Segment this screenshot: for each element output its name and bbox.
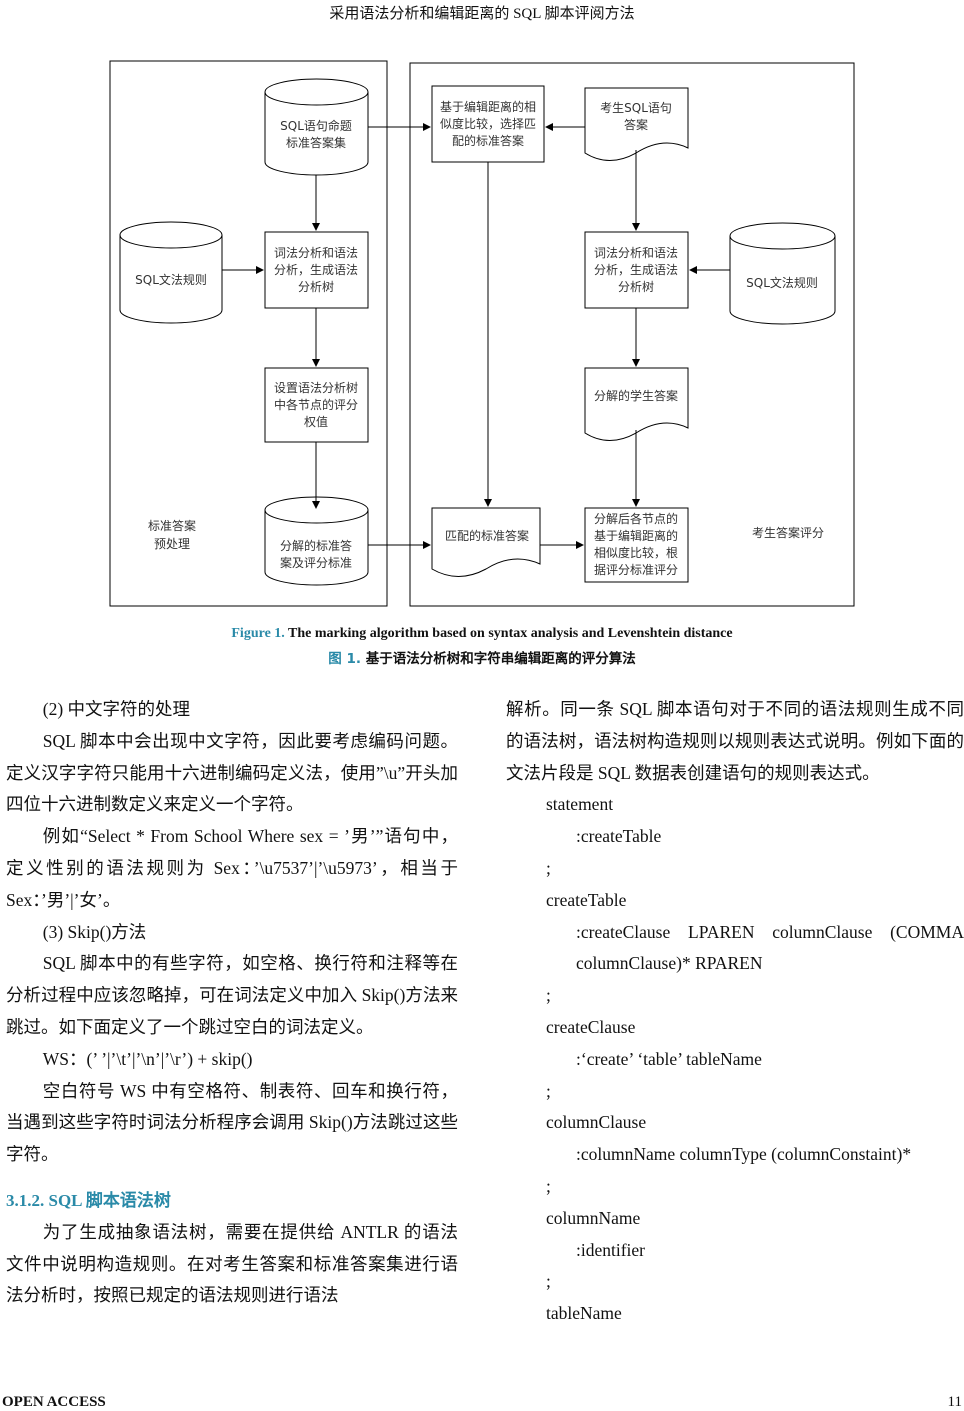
paragraph: 解析。同一条 SQL 脚本语句对于不同的语法规则生成不同的语法树，语法树构造规则… (506, 699, 964, 783)
code-line: ; (546, 1175, 551, 1196)
figure-label-zh: 图 1. (328, 651, 362, 667)
code-line: ; (546, 1080, 551, 1101)
code-line: ; (546, 1271, 551, 1292)
node-decomposed-student: 分解的学生答案 (594, 388, 678, 403)
code-line: :columnName columnType (columnConstaint)… (576, 1144, 912, 1165)
node-grammar-right: SQL文法规则 (746, 275, 818, 290)
node-set-weights: 设置语法分析树中各节点的评分权值 (274, 380, 358, 429)
paragraph: 为了生成抽象语法树，需要在提供给 ANTLR 的语法文件中说明构造规则。在对考生… (6, 1221, 458, 1306)
flowchart-diagram: SQL语句命题标准答案集 SQL文法规则 词法分析和语法分析，生成语法分析树 设… (109, 60, 855, 607)
code-line: ; (546, 857, 551, 878)
right-group-label: 考生答案评分 (752, 525, 824, 540)
paragraph: SQL 脚本中的有些字符，如空格、换行符和注释等在分析过程中应该忽略掉，可在词法… (6, 953, 458, 1037)
code-line: :createClause LPAREN columnClause (COMMA… (576, 921, 964, 974)
node-parse-right: 词法分析和语法分析，生成语法分析树 (594, 246, 678, 294)
paragraph: 例如“Select * From School Where sex = ’男’”… (6, 826, 458, 910)
grammar-code-block: statement :createTable; createTable :create… (506, 789, 964, 1330)
section-heading: 3.1.2. SQL 脚本语法树 (6, 1190, 171, 1210)
cylinder-grammar-right (729, 222, 836, 325)
caption-zh-text: 基于语法分析树和字符串编辑距离的评分算法 (365, 651, 636, 667)
code-line: :createTable (576, 826, 662, 847)
figure-label-en: Figure 1. (231, 626, 285, 641)
code-line: statement (546, 794, 614, 815)
paragraph: (3) Skip()方法 (42, 921, 147, 942)
node-std-set: SQL语句命题标准答案集 (280, 118, 352, 150)
paragraph: WS：(’ ’|’\t’|’\n’|’\r’) + skip() (42, 1048, 253, 1069)
paragraph: SQL 脚本中会出现中文字符，因此要考虑编码问题。定义汉字字符只能用十六进制编码… (6, 730, 458, 815)
running-title: 采用语法分析和编辑距离的 SQL 脚本评阅方法 (329, 6, 635, 22)
code-line: columnClause (546, 1112, 647, 1133)
cylinder-decomposed-std (264, 496, 369, 586)
left-group-label: 标准答案预处理 (148, 518, 196, 551)
code-line: :‘create’ ‘table’ tableName (576, 1048, 762, 1069)
node-grammar-left: SQL文法规则 (135, 272, 207, 287)
left-column: (2) 中文字符的处理 SQL 脚本中会出现中文字符，因此要考虑编码问题。定义汉… (6, 694, 458, 1312)
code-line: tableName (546, 1303, 622, 1324)
code-line: createClause (546, 1016, 636, 1037)
doc-matched-std (431, 507, 541, 577)
paragraph: 空白符号 WS 中有空格符、制表符、回车和换行符，当遇到这些字符时词法分析程序会… (6, 1080, 458, 1165)
doc-decomposed-student (584, 367, 689, 441)
page-number: 11 (947, 1394, 962, 1410)
right-group-frame (409, 62, 855, 607)
box-score (584, 507, 689, 583)
caption-en-text: The marking algorithm based on syntax an… (288, 626, 733, 641)
cylinder-grammar-left (119, 221, 223, 324)
figure-caption-zh: 图 1. 基于语法分析树和字符串编辑距离的评分算法 (0, 647, 964, 667)
node-select-match: 基于编辑距离的相似度比较，选择匹配的标准答案 (440, 99, 536, 148)
cylinder-std-set (264, 78, 369, 176)
node-matched-std: 匹配的标准答案 (445, 528, 529, 543)
figure-caption-en: Figure 1. The marking algorithm based on… (0, 626, 964, 642)
code-line: columnName (546, 1207, 641, 1228)
paragraph: (2) 中文字符的处理 (42, 699, 191, 719)
node-decomposed-std: 分解的标准答案及评分标准 (280, 538, 352, 570)
node-parse-left: 词法分析和语法分析，生成语法分析树 (274, 246, 358, 294)
node-score: 分解后各节点的基于编辑距离的相似度比较，根据评分标准评分 (594, 511, 678, 577)
footer-open-access: OPEN ACCESS (2, 1394, 106, 1410)
node-student-sql: 考生SQL语句答案 (600, 101, 672, 132)
code-line: ; (546, 985, 551, 1006)
right-column: 解析。同一条 SQL 脚本语句对于不同的语法规则生成不同的语法树，语法树构造规则… (506, 694, 964, 1330)
left-group-frame (109, 60, 388, 607)
code-line: createTable (546, 889, 627, 910)
code-line: :identifier (576, 1239, 646, 1260)
